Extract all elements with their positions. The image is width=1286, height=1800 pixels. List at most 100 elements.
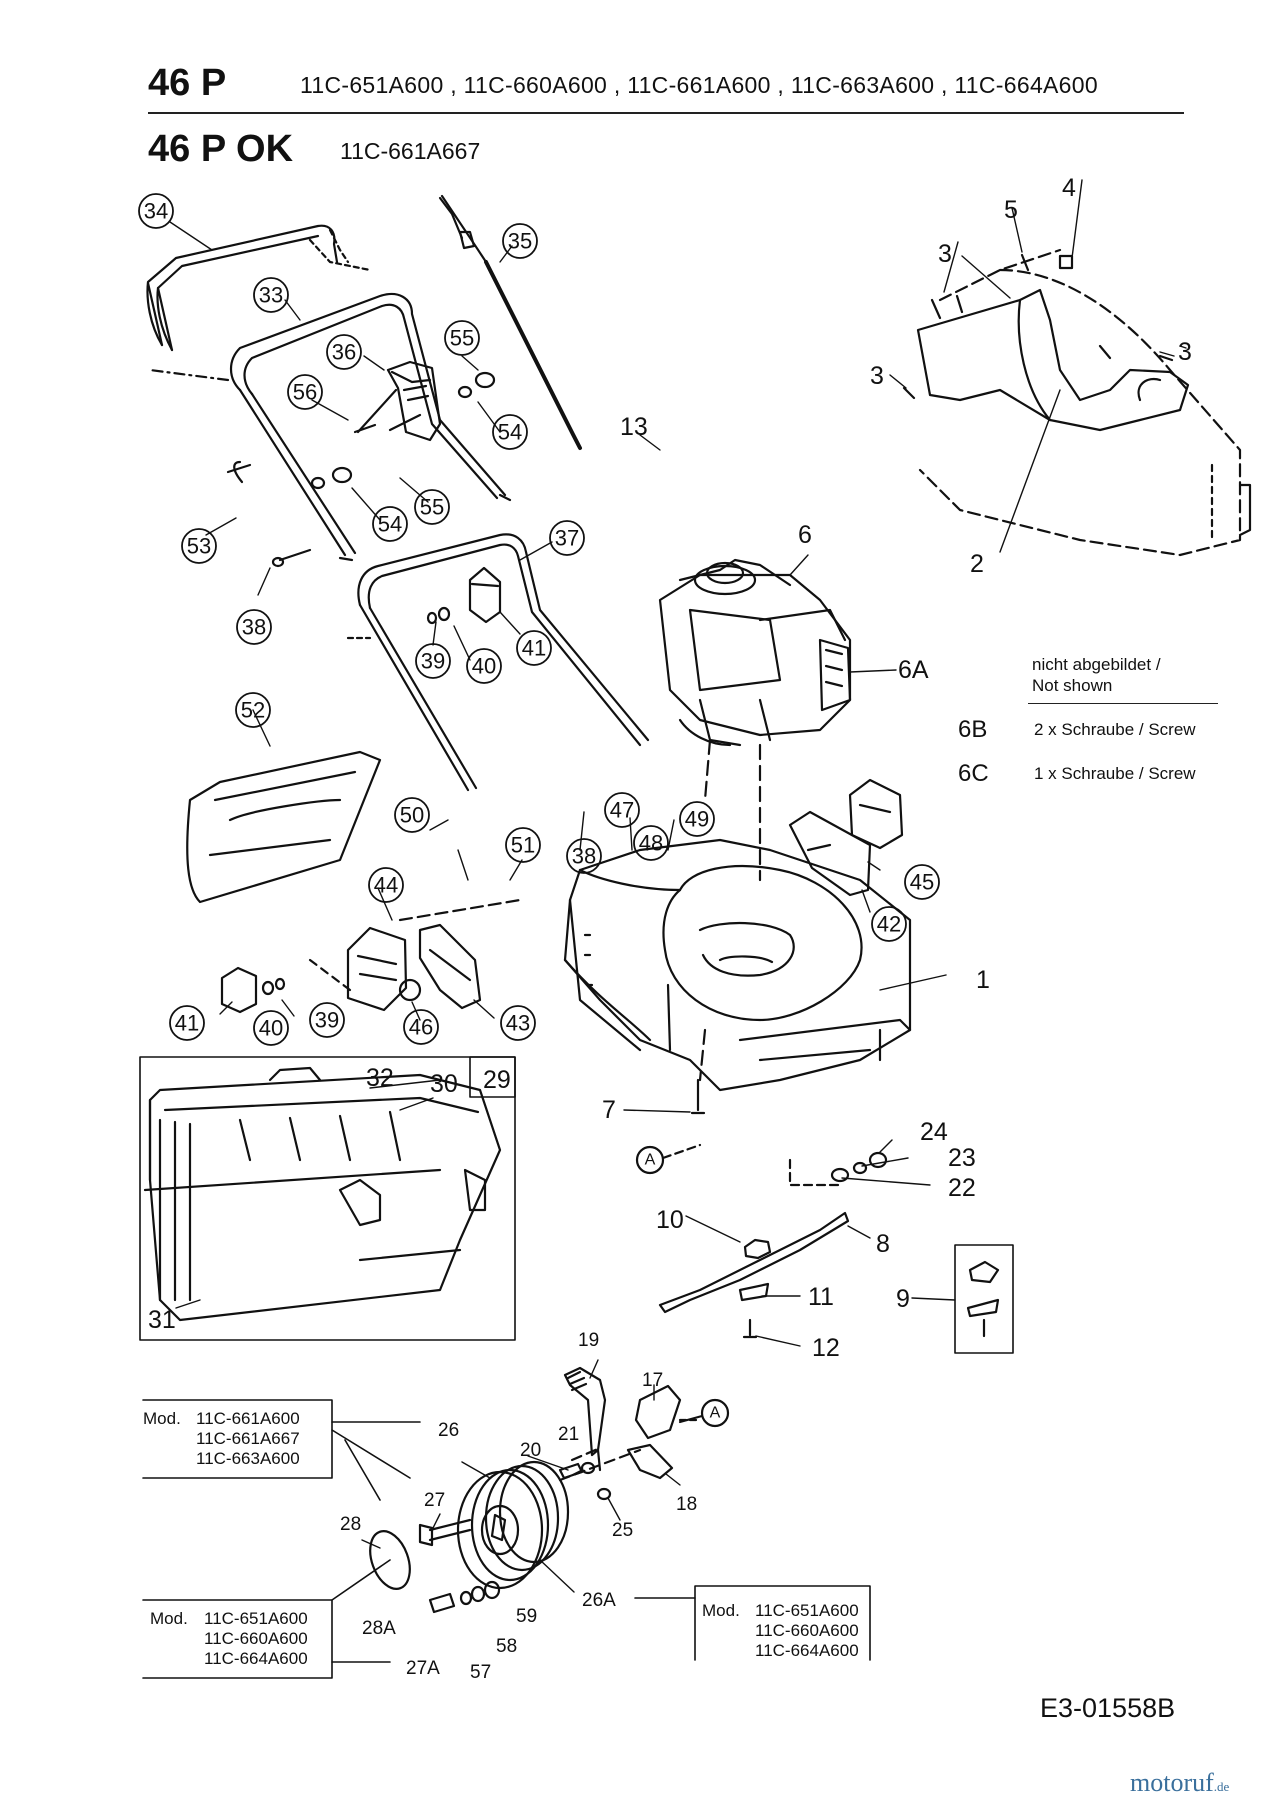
callout-1: 1 (976, 966, 990, 994)
marker-a-2: A (710, 1405, 721, 1422)
svg-text:11C-660A600: 11C-660A600 (755, 1621, 859, 1640)
callout-38b: 38 (566, 838, 602, 874)
svg-text:39: 39 (315, 1008, 339, 1033)
handle-knob-upper (426, 566, 502, 625)
screw-7-drawing (690, 1078, 706, 1115)
callout-50: 50 (394, 797, 430, 833)
callout-4: 4 (1062, 174, 1076, 202)
callout-19: 19 (578, 1330, 599, 1351)
callout-24: 24 (920, 1118, 948, 1146)
watermark-name: motoruf (1130, 1768, 1214, 1797)
svg-text:40: 40 (472, 654, 496, 679)
svg-text:11C-651A600: 11C-651A600 (755, 1601, 859, 1620)
svg-text:38: 38 (572, 844, 596, 869)
chute-screws (902, 253, 1174, 400)
callout-12: 12 (812, 1334, 840, 1362)
model-numbers: 11C-651A600 , 11C-660A600 , 11C-661A600 … (300, 72, 1098, 98)
callout-37: 37 (549, 520, 585, 556)
callout-26: 26 (438, 1420, 459, 1441)
not-shown-key-6c: 6C (958, 760, 989, 787)
svg-text:11C-660A600: 11C-660A600 (204, 1629, 308, 1648)
upper-handle-drawing (146, 224, 372, 352)
callout-6: 6 (798, 521, 812, 549)
callout-40: 40 (466, 648, 502, 684)
model-box-outlines (142, 1399, 871, 1679)
handle-knob-lower (220, 966, 286, 1014)
callout-52: 52 (235, 692, 271, 728)
callout-3c: 3 (870, 362, 884, 390)
callout-39b: 39 (309, 1002, 345, 1038)
wheel-assembly-drawing (369, 1446, 642, 1590)
callout-49: 49 (679, 801, 715, 837)
callout-9: 9 (896, 1285, 910, 1313)
svg-text:11C-661A600: 11C-661A600 (196, 1409, 300, 1428)
rear-flap-drawing (186, 750, 382, 992)
svg-text:Mod.: Mod. (702, 1601, 740, 1620)
svg-text:46: 46 (409, 1015, 433, 1040)
model-title: 46 P (148, 62, 227, 104)
callout-31: 31 (148, 1306, 176, 1334)
callout-34: 34 (138, 193, 174, 229)
not-shown-text-6b: 2 x Schraube / Screw (1034, 720, 1196, 739)
not-shown-heading-de: nicht abgebildet / (1032, 655, 1161, 674)
callout-33: 33 (253, 277, 289, 313)
svg-text:50: 50 (400, 803, 424, 828)
callout-13: 13 (620, 413, 648, 441)
callout-44: 44 (368, 867, 404, 903)
plain-callouts: 5 4 3 3 3 3 2 13 6 6A 1 7 24 23 22 10 8 … (148, 174, 1192, 1683)
hardware-washers-upper (226, 371, 496, 568)
callout-17: 17 (642, 1370, 663, 1391)
circled-callouts: 34 33 35 55 36 56 54 55 54 53 38 37 39 4… (138, 193, 940, 1046)
callout-2: 2 (970, 550, 984, 578)
callout-54: 54 (492, 414, 528, 450)
model-box-2: Mod. 11C-651A600 11C-660A600 11C-664A600 (150, 1609, 308, 1668)
deck-housing-drawing (563, 838, 912, 1092)
callout-26a: 26A (582, 1590, 616, 1611)
callout-38: 38 (236, 609, 272, 645)
svg-text:51: 51 (511, 833, 535, 858)
svg-text:33: 33 (259, 283, 283, 308)
reference-marker-labels: A A (645, 1152, 721, 1422)
not-shown-heading: nicht abgebildet / Not shown (1032, 654, 1218, 696)
callout-18: 18 (676, 1494, 697, 1515)
svg-text:48: 48 (639, 831, 663, 856)
not-shown-divider (1028, 703, 1218, 704)
svg-text:34: 34 (144, 199, 168, 224)
svg-text:41: 41 (522, 636, 546, 661)
svg-text:54: 54 (378, 512, 402, 537)
header-divider (148, 112, 1184, 114)
svg-text:37: 37 (555, 526, 579, 551)
callout-7: 7 (602, 1096, 616, 1124)
svg-text:55: 55 (450, 326, 474, 351)
svg-text:11C-651A600: 11C-651A600 (204, 1609, 308, 1628)
nut-washer-set (788, 1151, 888, 1187)
callout-32: 32 (366, 1064, 394, 1092)
svg-text:55: 55 (420, 495, 444, 520)
watermark: motoruf.de (1130, 1768, 1229, 1798)
callout-55: 55 (444, 320, 480, 356)
svg-text:47: 47 (610, 798, 634, 823)
callout-53: 53 (181, 528, 217, 564)
callout-11: 11 (808, 1283, 834, 1311)
callout-5: 5 (1004, 196, 1018, 224)
height-lever-drawing (558, 1366, 607, 1480)
svg-text:11C-663A600: 11C-663A600 (196, 1449, 300, 1468)
lower-handle-drawing (346, 533, 650, 792)
svg-text:Mod.: Mod. (150, 1609, 188, 1628)
sub-model-number: 11C-661A667 (340, 138, 481, 164)
switch-bracket-drawing (356, 360, 442, 442)
callout-42: 42 (871, 906, 907, 942)
engine-center-lines (698, 738, 762, 1082)
callout-55b: 55 (414, 489, 450, 525)
callout-25: 25 (612, 1520, 633, 1541)
wheel-bolts (428, 1580, 501, 1614)
marker-a-1: A (645, 1152, 656, 1169)
svg-text:39: 39 (421, 649, 445, 674)
callout-43: 43 (500, 1005, 536, 1041)
svg-text:45: 45 (910, 870, 934, 895)
svg-text:42: 42 (877, 912, 901, 937)
callout-3b: 3 (1178, 338, 1192, 366)
bowden-cable-drawing (438, 194, 582, 450)
callout-21: 21 (558, 1424, 579, 1445)
svg-text:56: 56 (293, 380, 317, 405)
